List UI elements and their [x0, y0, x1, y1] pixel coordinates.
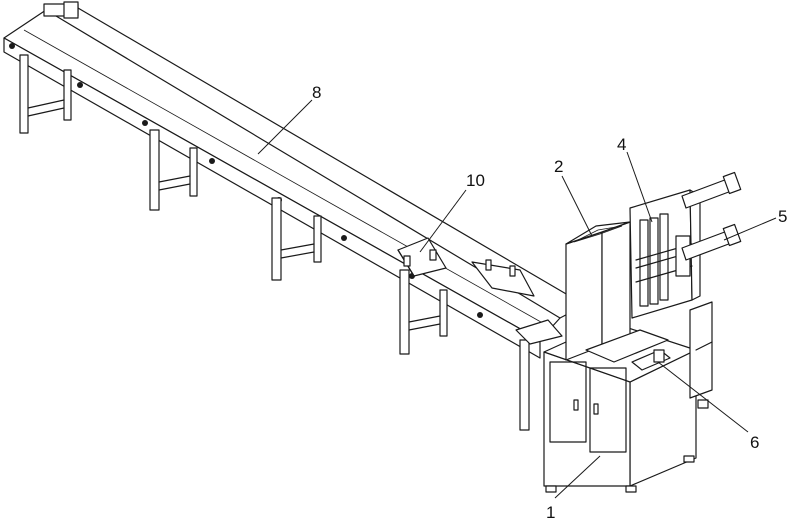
callout-5: 5: [778, 207, 787, 226]
callout-1: 1: [546, 503, 555, 522]
callout-10: 10: [466, 171, 485, 190]
callout-4: 4: [617, 135, 626, 154]
callout-2: 2: [554, 157, 563, 176]
support-legs: [20, 55, 529, 430]
callout-6: 6: [750, 433, 759, 452]
callout-8: 8: [312, 83, 321, 102]
right-frame: [690, 302, 712, 408]
conveyor-belt: [4, 2, 585, 358]
